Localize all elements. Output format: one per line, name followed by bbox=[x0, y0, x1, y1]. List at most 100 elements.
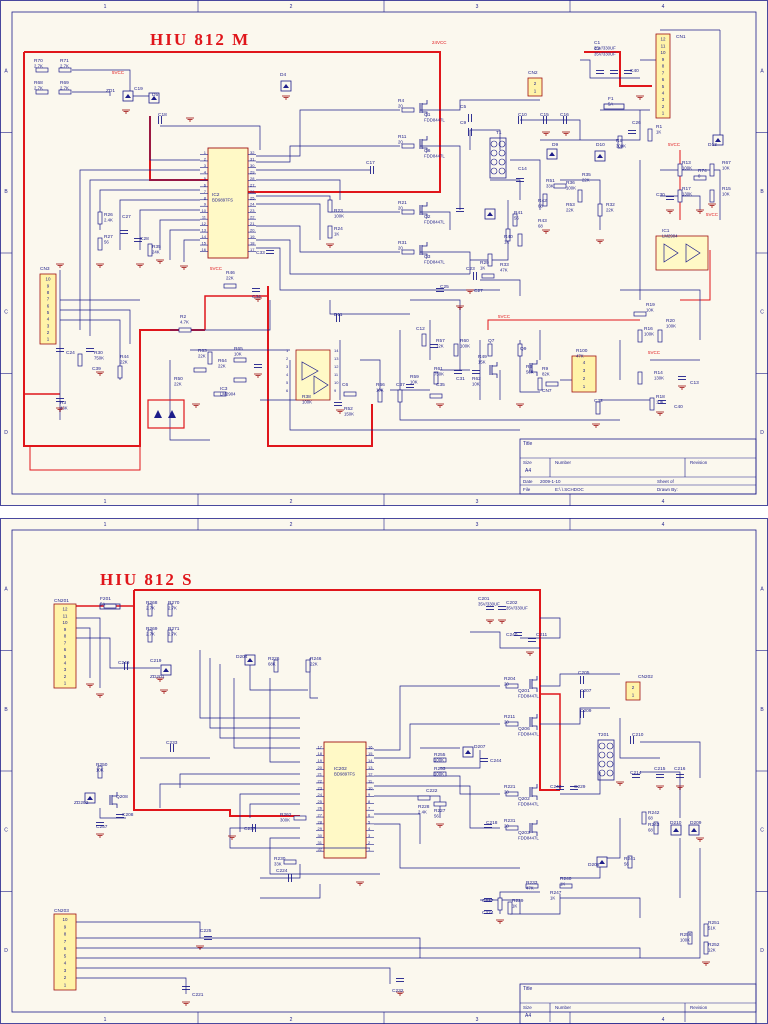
diode-symbol bbox=[151, 96, 157, 100]
wire bbox=[540, 110, 641, 141]
pin-number: 26 bbox=[318, 806, 323, 811]
component-ref: C27 bbox=[122, 214, 131, 220]
grid-column-label: 3 bbox=[476, 4, 479, 10]
diode-symbol bbox=[597, 154, 603, 158]
mosfet-symbol bbox=[532, 676, 538, 681]
connector-pin: 6 bbox=[47, 303, 50, 308]
fuse-symbol bbox=[99, 603, 121, 610]
pin-number: 23 bbox=[250, 208, 255, 213]
grid-row-label: B bbox=[4, 189, 8, 195]
grid-column-label: 1 bbox=[104, 1017, 107, 1023]
wire bbox=[560, 772, 601, 795]
pin-number: 27 bbox=[250, 182, 255, 187]
grid-column-label: 3 bbox=[476, 522, 479, 528]
connector-pin: 2 bbox=[64, 674, 67, 679]
component-ref: C225 bbox=[200, 928, 212, 934]
component-value: 43K bbox=[60, 406, 68, 411]
diode-symbol bbox=[163, 668, 169, 672]
resistor bbox=[497, 897, 503, 911]
resistor bbox=[167, 629, 173, 643]
resistor bbox=[429, 393, 443, 399]
component-ref: R43 bbox=[538, 218, 547, 224]
component-value: 5A bbox=[608, 102, 613, 107]
component-ref: R44 bbox=[120, 354, 129, 360]
transformer-coil bbox=[606, 751, 614, 759]
component-ref: C30 bbox=[656, 192, 665, 198]
component-ref: R211 bbox=[504, 714, 515, 720]
resistor bbox=[433, 757, 447, 763]
resistor bbox=[103, 603, 117, 609]
component-value: 22K bbox=[606, 208, 614, 213]
component-ref: C17 bbox=[366, 160, 375, 166]
connector-pin: 5 bbox=[47, 310, 50, 315]
component-ref: R66 bbox=[376, 382, 385, 388]
connector-pin: 2 bbox=[47, 330, 50, 335]
component-ref: CN201 bbox=[54, 598, 69, 604]
pin-number: 22 bbox=[318, 778, 323, 783]
component-value: 10K bbox=[722, 192, 730, 197]
component-value: 2.7K bbox=[146, 632, 155, 637]
component-ref: C202 bbox=[506, 600, 518, 606]
component-ref: R33 bbox=[500, 262, 509, 268]
component-value: 4.7K bbox=[180, 320, 189, 325]
component-value: 100K bbox=[566, 186, 576, 191]
sheet-inner-border bbox=[11, 529, 757, 1013]
component-ref: C13 bbox=[690, 380, 699, 386]
wire bbox=[374, 723, 500, 759]
title-block-size-label: Size bbox=[523, 460, 532, 465]
component-value: 68K bbox=[268, 662, 276, 667]
diode-bridge-box bbox=[147, 399, 185, 429]
wire bbox=[269, 837, 380, 875]
resistor bbox=[401, 143, 415, 149]
wire bbox=[469, 129, 501, 150]
wire bbox=[76, 627, 91, 678]
diode-symbol bbox=[154, 410, 162, 418]
component-ref: IC2 bbox=[212, 192, 220, 198]
component-ref: T201 bbox=[598, 732, 609, 738]
connector-body bbox=[527, 77, 543, 97]
power-rail-label: 5VCC bbox=[112, 70, 125, 75]
wire bbox=[149, 116, 200, 161]
connector-pin: 6 bbox=[64, 647, 67, 652]
pin-number: 32 bbox=[318, 847, 323, 852]
connector-pin: 5 bbox=[64, 654, 67, 659]
component-value: 10K bbox=[376, 388, 384, 393]
mosfet-symbol bbox=[422, 253, 428, 258]
wire bbox=[420, 99, 540, 111]
wire bbox=[219, 664, 300, 739]
wire bbox=[209, 658, 300, 729]
component-ref: R35 bbox=[152, 244, 161, 250]
grid-row-label: A bbox=[4, 586, 8, 592]
mosfet-symbol bbox=[422, 136, 428, 141]
component-value: 51K bbox=[708, 926, 716, 931]
wire bbox=[619, 718, 660, 759]
grid-column-label: 2 bbox=[290, 4, 293, 10]
component-ref: C224 bbox=[482, 910, 494, 916]
component-ref: C18 bbox=[158, 112, 167, 118]
component-ref: R24 bbox=[334, 226, 343, 232]
resistor bbox=[273, 659, 279, 673]
wire bbox=[76, 921, 201, 938]
pin-number: 22 bbox=[250, 215, 255, 220]
component-ref: R255 bbox=[434, 752, 446, 758]
component-ref: Q7 bbox=[488, 338, 495, 344]
component-ref: CN2 bbox=[528, 70, 538, 76]
connector-pin: 2 bbox=[662, 104, 665, 109]
component-ref: R68 bbox=[34, 80, 43, 86]
resistor bbox=[649, 397, 655, 411]
connector-body bbox=[53, 913, 77, 991]
component-ref: R8 bbox=[616, 138, 622, 144]
wire bbox=[560, 897, 641, 918]
resistor bbox=[401, 249, 415, 255]
power-rail-label: 5VCC bbox=[498, 314, 511, 319]
diode-symbol bbox=[283, 84, 289, 88]
component-ref: ZD1 bbox=[106, 88, 115, 94]
wire bbox=[540, 673, 620, 687]
transformer-coil bbox=[490, 158, 498, 166]
pin-number: 7 bbox=[368, 806, 371, 811]
wire bbox=[374, 813, 421, 844]
grid-column-label: 2 bbox=[290, 1017, 293, 1023]
diode-symbol bbox=[599, 860, 605, 864]
component-ref: C257 bbox=[96, 824, 108, 830]
